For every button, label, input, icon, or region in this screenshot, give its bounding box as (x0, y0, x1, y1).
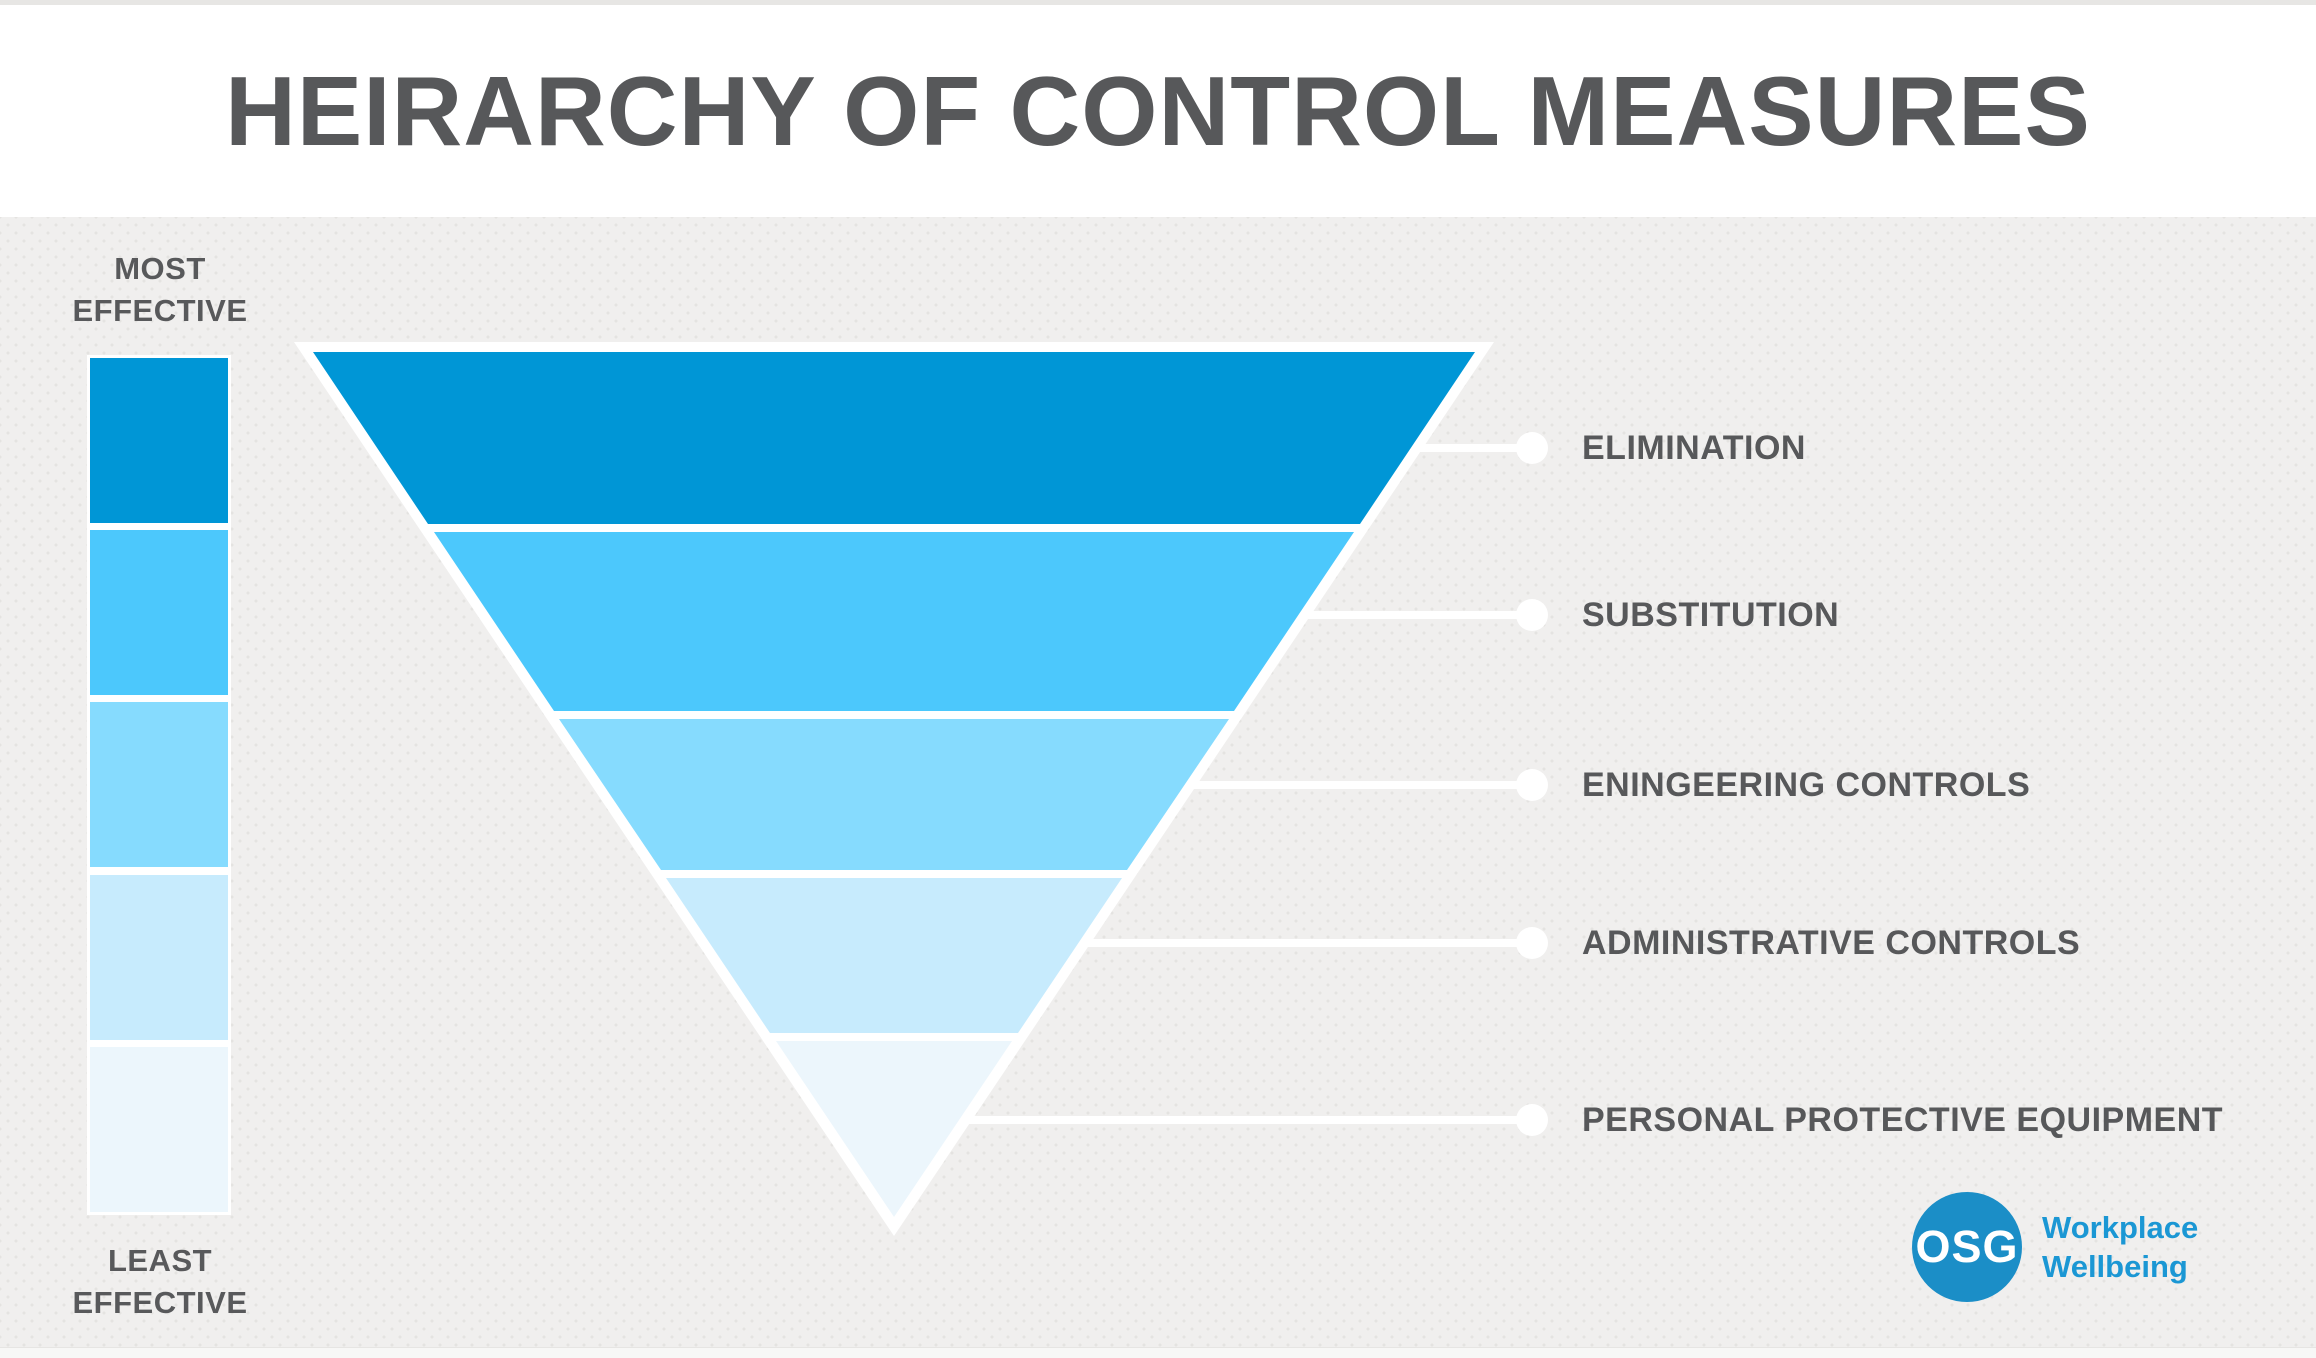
scale-segment-5 (90, 1047, 228, 1212)
header: HEIRARCHY OF CONTROL MEASURES (0, 5, 2316, 217)
connector-dot-elimination (1516, 432, 1548, 464)
pyramid-level-ppe (776, 1041, 1012, 1217)
level-label-ppe: PERSONAL PROTECTIVE EQUIPMENT (1582, 1101, 2224, 1139)
pyramid-level-substitution (434, 532, 1354, 711)
scale-segment-4 (90, 875, 228, 1040)
effectiveness-scale (87, 355, 231, 1215)
pyramid-level-engineering (559, 719, 1229, 870)
scale-segment-2 (90, 530, 228, 695)
least-effective-label: LEAST EFFECTIVE (72, 1243, 248, 1320)
pyramid-level-elimination (313, 352, 1475, 524)
osg-badge: OSG (1912, 1192, 2022, 1302)
page-title: HEIRARCHY OF CONTROL MEASURES (225, 55, 2091, 166)
inverted-pyramid (294, 342, 1494, 1236)
scale-segment-1 (90, 358, 228, 523)
level-label-engineering: ENINGEERING CONTROLS (1582, 766, 2031, 804)
osg-wordmark: Workplace Wellbeing (2042, 1209, 2199, 1284)
top-edge-strip (0, 0, 2316, 5)
connector-dot-ppe (1516, 1104, 1548, 1136)
connector-dot-administrative (1516, 927, 1548, 959)
scale-segment-3 (90, 702, 228, 867)
pyramid-level-administrative (666, 878, 1122, 1033)
connector-dot-substitution (1516, 599, 1548, 631)
level-label-administrative: ADMINISTRATIVE CONTROLS (1582, 924, 2081, 962)
bottom-edge-strip (0, 1347, 2316, 1358)
most-effective-label: MOST EFFECTIVE (72, 251, 248, 328)
level-label-substitution: SUBSTITUTION (1582, 596, 1840, 634)
level-label-elimination: ELIMINATION (1582, 429, 1806, 467)
connector-dot-engineering (1516, 769, 1548, 801)
osg-logo: OSG Workplace Wellbeing (1912, 1192, 2282, 1302)
connector-dots (1516, 432, 1548, 1136)
